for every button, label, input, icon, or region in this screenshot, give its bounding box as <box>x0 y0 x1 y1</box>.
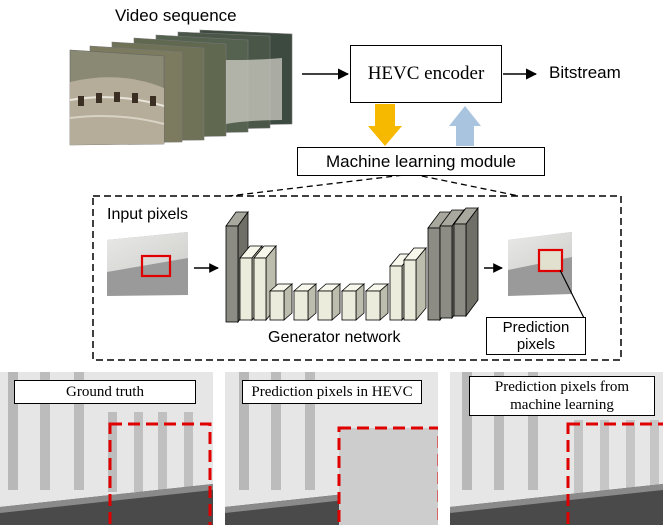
down-arrow-to-ml <box>368 104 402 146</box>
dash-connector-right <box>411 173 520 197</box>
ml-prediction-label: Prediction pixels from machine learning <box>469 376 655 416</box>
generator-network-blocks <box>225 206 479 324</box>
prediction-label-line2: pixels <box>516 336 556 353</box>
input-pixels-label: Input pixels <box>107 206 188 223</box>
hevc-prediction-label: Prediction pixels in HEVC <box>242 380 422 404</box>
output-pixels-image <box>508 232 572 296</box>
ground-truth-label: Ground truth <box>14 380 196 404</box>
generator-network-label: Generator network <box>268 329 401 346</box>
up-arrow-to-encoder <box>449 106 481 146</box>
ml-prediction-label-line1: Prediction pixels from <box>494 379 630 395</box>
video-sequence-frames <box>69 29 293 146</box>
ml-prediction-label-line2: machine learning <box>510 397 614 413</box>
dash-connector-left <box>228 173 413 197</box>
generator-container <box>92 195 622 361</box>
prediction-pixels-label-box: Prediction pixels <box>486 317 586 355</box>
bitstream-label: Bitstream <box>549 63 621 82</box>
prediction-label-line1: Prediction <box>502 319 570 336</box>
ml-module-box: Machine learning module <box>297 147 545 176</box>
video-sequence-label: Video sequence <box>115 6 237 25</box>
input-pixels-image <box>107 232 188 296</box>
prediction-callout-line <box>559 269 585 319</box>
hevc-encoder-box: HEVC encoder <box>350 45 502 103</box>
